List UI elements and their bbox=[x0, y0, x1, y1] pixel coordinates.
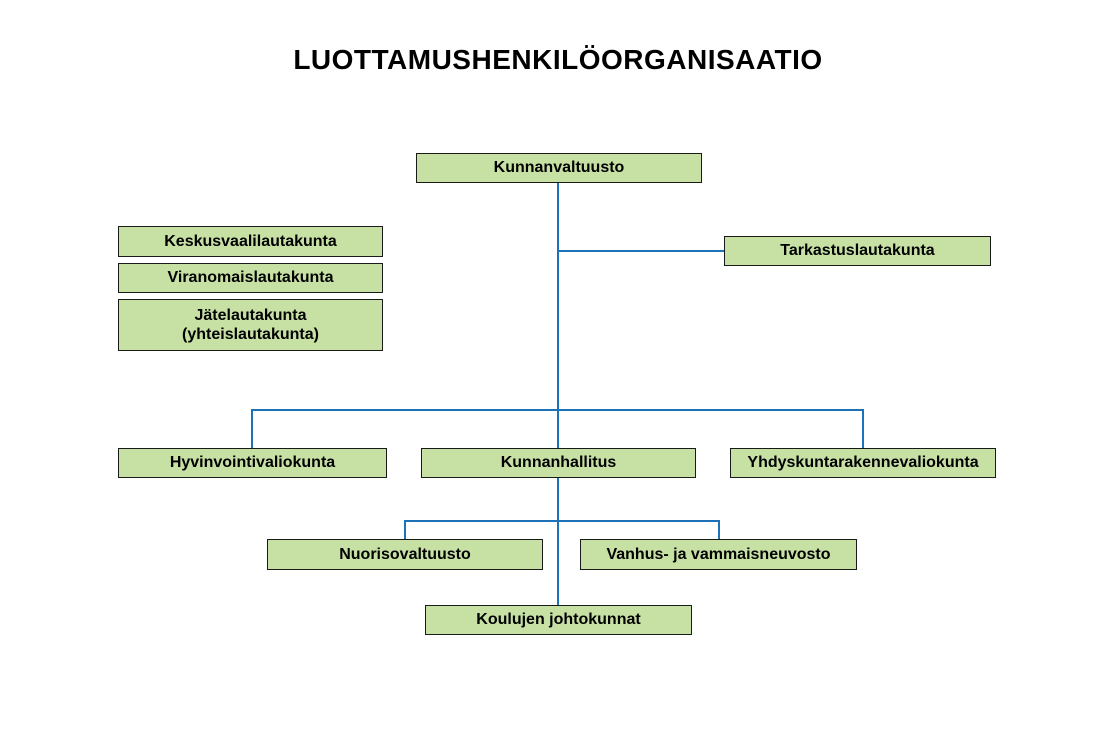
node-kunnanvaltuusto: Kunnanvaltuusto bbox=[416, 153, 702, 183]
node-vanhus-ja-vammaisneuvosto: Vanhus- ja vammaisneuvosto bbox=[580, 539, 857, 570]
node-jatelautakunta: Jätelautakunta (yhteislautakunta) bbox=[118, 299, 383, 351]
page-title: LUOTTAMUSHENKILÖORGANISAATIO bbox=[293, 44, 823, 75]
node-hyvinvointivaliokunta: Hyvinvointivaliokunta bbox=[118, 448, 387, 478]
node-viranomaislautakunta: Viranomaislautakunta bbox=[118, 263, 383, 293]
node-label: Keskusvaalilautakunta bbox=[164, 232, 337, 250]
node-label: Vanhus- ja vammaisneuvosto bbox=[606, 545, 831, 563]
node-label: Yhdyskuntarakennevaliokunta bbox=[747, 454, 979, 472]
node-label: Kunnanvaltuusto bbox=[493, 159, 625, 177]
node-label: Tarkastuslautakunta bbox=[780, 242, 935, 260]
node-label: Nuorisovaltuusto bbox=[339, 545, 471, 563]
node-koulujen-johtokunnat: Koulujen johtokunnat bbox=[425, 605, 692, 635]
node-label: Koulujen johtokunnat bbox=[476, 611, 641, 629]
node-keskusvaalilautakunta: Keskusvaalilautakunta bbox=[118, 226, 383, 257]
node-kunnanhallitus: Kunnanhallitus bbox=[421, 448, 696, 478]
node-label: Jätelautakunta (yhteislautakunta) bbox=[182, 306, 319, 343]
node-label: Viranomaislautakunta bbox=[167, 269, 334, 287]
node-tarkastuslautakunta: Tarkastuslautakunta bbox=[724, 236, 991, 266]
node-label: Kunnanhallitus bbox=[500, 454, 617, 472]
node-label: Hyvinvointivaliokunta bbox=[169, 454, 336, 472]
node-nuorisovaltuusto: Nuorisovaltuusto bbox=[267, 539, 543, 570]
node-yhdyskuntarakennevaliokunta: Yhdyskuntarakennevaliokunta bbox=[730, 448, 996, 478]
